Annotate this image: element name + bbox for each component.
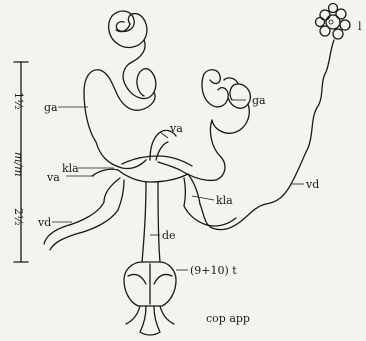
label-ga-right: ga — [252, 94, 266, 107]
label-kla-left: kla — [62, 162, 79, 175]
label-kla-right: kla — [216, 194, 233, 207]
label-edge: l — [358, 20, 362, 33]
segment-9-10 — [124, 262, 176, 306]
left-vas-deferens — [44, 202, 104, 244]
label-de: de — [162, 229, 176, 242]
central-tract — [92, 130, 216, 262]
label-va-left: va — [46, 171, 60, 184]
copulatory-apparatus — [126, 306, 174, 335]
scale-unit-label: m/m — [12, 152, 25, 177]
scale-lower-label: 2½ — [12, 208, 25, 226]
label-va-top: va — [169, 122, 183, 135]
left-gland — [84, 11, 156, 142]
label-segment-9-10: (9+10) t — [190, 264, 237, 277]
label-vd-left: vd — [37, 216, 51, 229]
left-vas-deferens-2 — [50, 210, 118, 250]
label-ga-left: ga — [44, 101, 58, 114]
label-cop-app: cop app — [206, 312, 250, 325]
label-vd-right: vd — [305, 178, 319, 191]
scale-upper-label: 1½ — [12, 92, 25, 110]
testis-follicle — [316, 4, 351, 40]
right-gland — [202, 70, 250, 180]
right-vas-deferens-2 — [184, 206, 236, 226]
